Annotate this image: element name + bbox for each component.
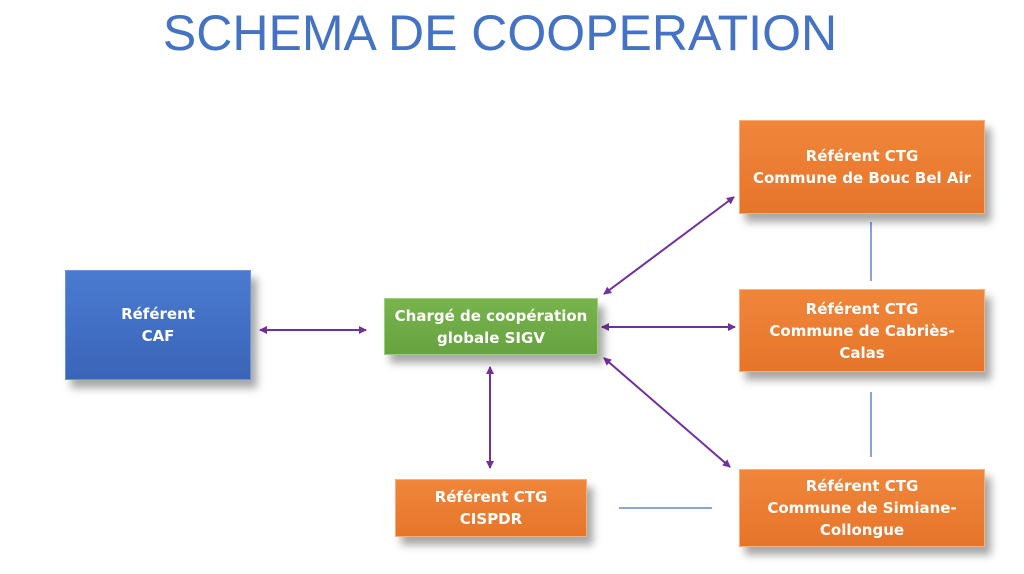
node-sigv: Chargé de coopération globale SIGV: [384, 298, 598, 355]
node-line: Référent CTG: [805, 299, 919, 318]
node-line: Commune de Cabriès-: [769, 321, 955, 340]
node-line: Référent: [121, 305, 195, 323]
node-line: CISPDR: [459, 510, 523, 528]
node-line: Calas: [839, 343, 885, 362]
node-line: Collongue: [819, 521, 905, 539]
node-cispdr: Référent CTG CISPDR: [395, 479, 587, 537]
node-line: Référent CTG: [805, 477, 919, 495]
arrow-sigv-bouc: [603, 196, 735, 295]
arrow-sigv-simiane: [603, 357, 731, 468]
node-simiane-collongue: Référent CTG Commune de Simiane- Collongue: [739, 469, 985, 547]
diagram-title: SCHEMA DE COOPERATION: [162, 5, 838, 61]
node-line: Commune de Bouc Bel Air: [752, 169, 972, 187]
node-line: globale SIGV: [437, 328, 545, 347]
node-line: Chargé de coopération: [394, 306, 588, 325]
node-line: Référent CTG: [434, 488, 548, 506]
node-line: Référent CTG: [805, 147, 919, 165]
node-line: Commune de Simiane-: [767, 499, 957, 517]
node-cabries-calas: Référent CTG Commune de Cabriès- Calas: [739, 289, 985, 372]
node-bouc-bel-air: Référent CTG Commune de Bouc Bel Air: [739, 120, 985, 214]
node-line: CAF: [141, 327, 175, 345]
